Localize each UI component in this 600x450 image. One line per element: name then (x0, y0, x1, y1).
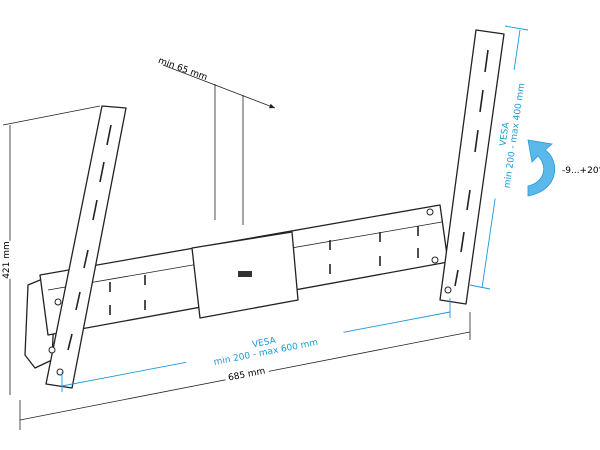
total-height-label: 421 mm (1, 241, 12, 279)
tilt-range-label: -9...+20° (562, 166, 600, 176)
right-rail (439, 29, 505, 305)
left-rail (45, 105, 127, 389)
tilt-arrow-icon (527, 139, 556, 197)
